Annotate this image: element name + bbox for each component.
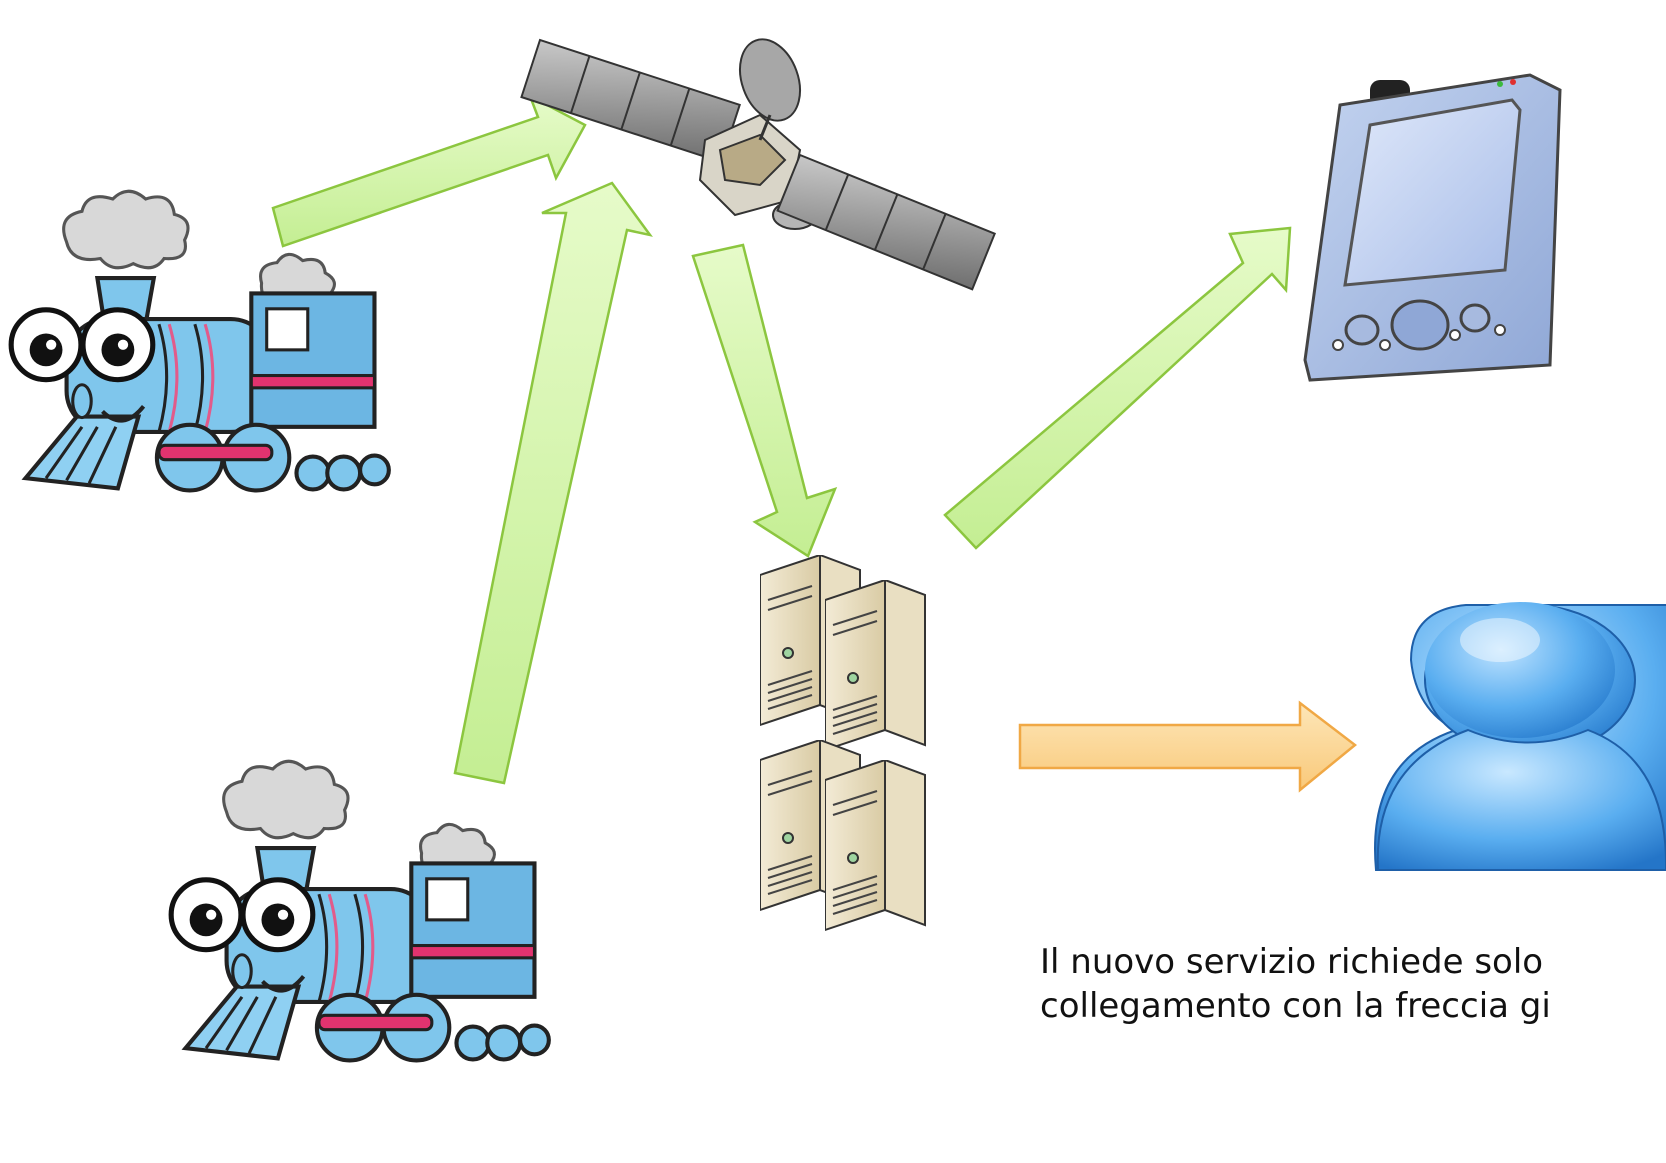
- caption-line-1: Il nuovo servizio richiede solo: [1040, 942, 1544, 982]
- caption-line-2: collegamento con la freccia gi: [1040, 986, 1551, 1026]
- satellite-icon: [520, 38, 997, 291]
- diagram-caption: Il nuovo servizio richiede solo collegam…: [1040, 940, 1666, 1028]
- arrow-train2-to-satellite: [453, 181, 653, 785]
- arrow-server-to-user: [1018, 700, 1358, 793]
- arrow-satellite-to-server: [691, 243, 838, 558]
- arrow-train1-to-satellite: [271, 93, 587, 248]
- steam-locomotive-icon-1: [11, 191, 389, 490]
- arrow-server-to-pda: [943, 226, 1292, 550]
- user-icon: [1374, 602, 1666, 871]
- pda-device-icon: [1303, 73, 1562, 382]
- steam-locomotive-icon-2: [171, 761, 549, 1060]
- server-rack-icon: [760, 555, 926, 931]
